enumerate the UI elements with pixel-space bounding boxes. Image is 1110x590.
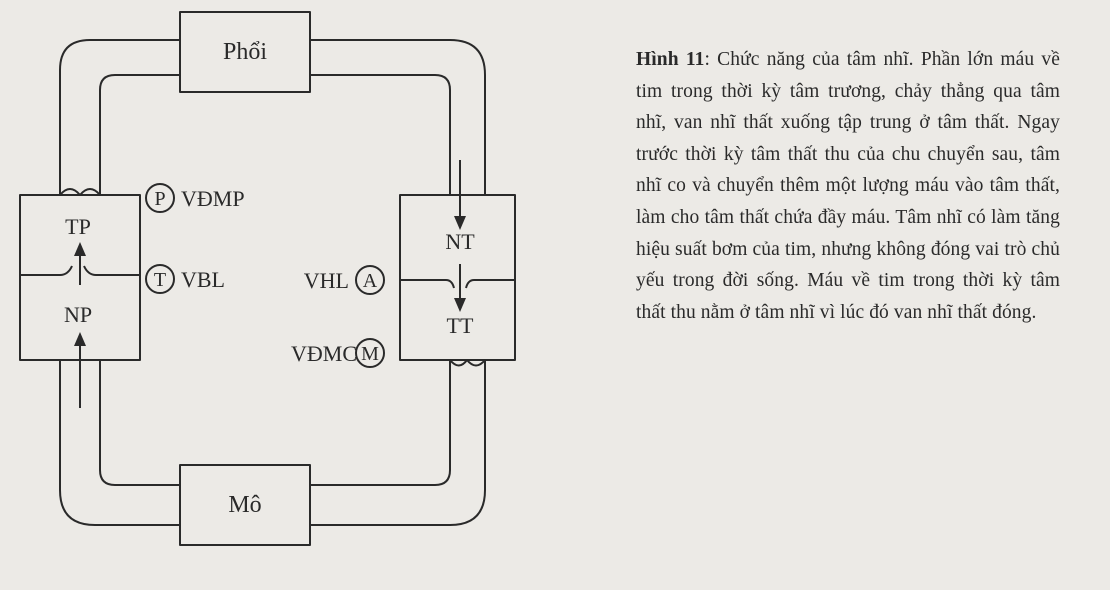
right-ventricle-label: TP bbox=[65, 214, 91, 239]
arrowhead-nt-down-icon bbox=[454, 216, 466, 230]
left-heart-box bbox=[399, 194, 516, 361]
tissue-box bbox=[179, 464, 311, 546]
aortic-valve-label: VĐMC bbox=[291, 341, 357, 366]
figure-caption: Hình 11: Chức năng của tâm nhĩ. Phần lớn… bbox=[636, 44, 1060, 328]
mitral-valve-label: VHL bbox=[304, 268, 349, 293]
arrowhead-tt-down-icon bbox=[454, 298, 466, 312]
tricuspid-valve-circle bbox=[145, 264, 175, 294]
left-atrium-label: NT bbox=[445, 229, 475, 254]
tricuspid-valve-letter: T bbox=[154, 269, 166, 291]
aortic-valve-bumps bbox=[449, 359, 486, 367]
circulation-diagram: Phổi Mô TP NP NT TT P T A M VĐMP VBL VHL… bbox=[19, 11, 516, 546]
lung-box bbox=[179, 11, 311, 93]
pulmonary-valve-letter: P bbox=[154, 188, 165, 210]
mitral-valve-circle bbox=[355, 265, 385, 295]
pulmonary-valve-bumps bbox=[59, 188, 101, 196]
arrowhead-tp-up-icon bbox=[74, 242, 86, 256]
pulmonary-valve-label: VĐMP bbox=[181, 186, 245, 211]
left-ventricle-label: TT bbox=[447, 313, 474, 338]
arrowhead-np-up-icon bbox=[74, 332, 86, 346]
outer-loop bbox=[59, 39, 486, 526]
tricuspid-valve-label: VBL bbox=[181, 267, 225, 292]
tissue-label: Mô bbox=[228, 492, 261, 518]
mitral-valve-line bbox=[400, 279, 515, 289]
tricuspid-valve-line bbox=[20, 265, 140, 276]
aortic-valve-letter: M bbox=[361, 343, 379, 365]
pulmonary-valve-circle bbox=[145, 183, 175, 213]
lung-label: Phổi bbox=[223, 39, 267, 65]
mitral-valve-letter: A bbox=[363, 270, 378, 292]
inner-loop bbox=[99, 74, 451, 486]
caption-title: Hình 11 bbox=[636, 49, 705, 70]
aortic-valve-circle bbox=[355, 338, 385, 368]
caption-text: : Chức năng của tâm nhĩ. Phần lớn máu về… bbox=[636, 49, 1060, 323]
right-atrium-label: NP bbox=[64, 302, 92, 327]
